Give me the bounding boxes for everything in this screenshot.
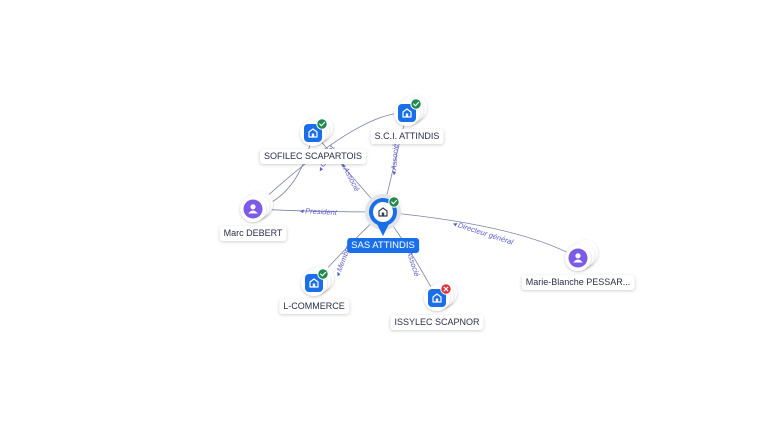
check-badge-icon (317, 268, 329, 280)
check-badge-icon (410, 98, 422, 110)
person-icon (573, 253, 583, 263)
center-node[interactable] (359, 188, 407, 236)
node-issylec[interactable] (424, 280, 457, 311)
node-label[interactable]: Marie-Blanche PESSAR... (521, 275, 635, 290)
person-icon (248, 204, 258, 214)
node-lcommerce[interactable] (301, 265, 334, 296)
edge-label: ◂ Associé (339, 161, 362, 193)
building-icon (309, 278, 319, 288)
edge-label: ◂ President (299, 206, 338, 217)
building-icon (378, 207, 388, 217)
closed-badge-icon (440, 283, 452, 295)
node-label[interactable]: SOFILEC SCAPARTOIS (259, 149, 367, 164)
node-label[interactable]: S.C.I. ATTINDIS (370, 129, 444, 144)
check-badge-icon (388, 196, 400, 208)
building-icon (308, 128, 318, 138)
center-node-label[interactable]: SAS ATTINDIS (347, 238, 419, 253)
node-label[interactable]: Marc DEBERT (219, 226, 287, 241)
check-badge-icon (316, 118, 328, 130)
building-icon (402, 108, 412, 118)
node-sofilec[interactable] (300, 115, 333, 146)
edge-marieb-center (382, 211, 579, 259)
edge-label: ◂ Directeur général (451, 219, 514, 247)
node-marc[interactable] (240, 191, 273, 222)
edge-label: ◂ Associé (389, 144, 400, 176)
node-label[interactable]: ISSYLEC SCAPNOR (390, 315, 484, 330)
building-icon (432, 293, 442, 303)
node-label[interactable]: L-COMMERCE (279, 299, 349, 314)
node-marieb[interactable] (565, 240, 598, 271)
node-sci[interactable] (394, 95, 427, 126)
